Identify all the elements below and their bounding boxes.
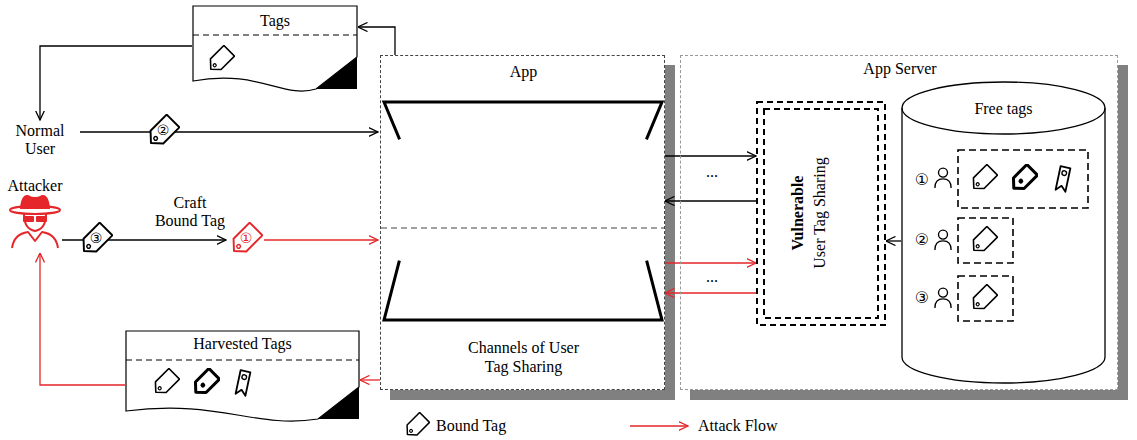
flow-arrow (665, 200, 756, 201)
tag-icon (191, 369, 220, 398)
database-cylinder: Free tags (901, 81, 1106, 384)
callout-number: ① (240, 230, 253, 248)
channel-bottom (384, 262, 662, 320)
database-title: Free tags (901, 99, 1106, 118)
tag-icon (236, 370, 251, 396)
box-ground (380, 55, 665, 390)
tag-icon (145, 115, 180, 150)
attack-line (630, 425, 688, 426)
hat-crown (21, 196, 49, 209)
server-box: App ServerVulnerableUser Tag Sharing Free… (680, 55, 1118, 390)
document-title: Harvested Tags (125, 334, 360, 353)
callout-number: ③ (90, 230, 103, 248)
flow-line (40, 46, 192, 120)
ellipsis: ... (706, 163, 718, 181)
database-cylinder-outline (901, 81, 1106, 384)
document-title: Tags (192, 11, 358, 30)
flow-line (80, 131, 378, 132)
callout-number: ③ (915, 289, 929, 307)
flow-arrow (886, 240, 901, 241)
tag-icon (969, 285, 998, 314)
divider-line (126, 360, 359, 361)
action-label: Craft Bound Tag (152, 194, 228, 230)
flow-arrow (665, 155, 756, 156)
box-title: App (381, 62, 666, 81)
flow-arrow (358, 27, 395, 55)
channel-top (384, 102, 662, 138)
user-tag-group (958, 218, 1013, 263)
cylinder-body (902, 108, 1105, 383)
face (24, 214, 46, 231)
user-tag-group (958, 150, 1088, 208)
tag-icon (969, 227, 998, 256)
callout-number: ② (157, 122, 170, 140)
legend-sample (628, 412, 692, 440)
document-shape: Tags (192, 5, 358, 95)
folded-corner (318, 387, 359, 419)
attacker-icon (10, 196, 60, 248)
document-outline (126, 331, 359, 421)
actor-label: Attacker (0, 177, 70, 195)
user-tag-group (958, 150, 1088, 321)
callout-number: ① (915, 171, 929, 189)
box-ground (680, 55, 1118, 390)
user-icon (935, 230, 951, 250)
channel-shape (384, 102, 662, 320)
actor-label: Normal User (7, 122, 73, 158)
box-title: App Server (681, 59, 1119, 78)
divider-line (381, 227, 664, 228)
cylinder-top (902, 82, 1105, 134)
tag-icon (151, 369, 180, 398)
attack-flow-arrow (665, 262, 756, 263)
tag-icon (1056, 166, 1071, 192)
document-outline (193, 6, 357, 91)
attack-line (40, 253, 125, 385)
module-outline (764, 109, 878, 318)
tag-icon (78, 223, 113, 258)
module-outline (757, 102, 885, 325)
body (12, 232, 58, 248)
document-shape: Harvested Tags (125, 330, 360, 425)
channel-caption: Channels of User Tag Sharing (456, 338, 591, 376)
sharing-module-box: VulnerableUser Tag Sharing (756, 101, 886, 326)
module-title: Vulnerable (788, 108, 808, 318)
ellipsis: ... (706, 268, 718, 286)
tag-icon (402, 412, 429, 439)
user-icon (935, 168, 951, 188)
attack-flow-arrow (665, 292, 756, 293)
app-box: AppChannels of User Tag Sharing (380, 55, 665, 390)
crafted-tag-icon (228, 223, 263, 258)
attack-flow-arrow (360, 379, 380, 380)
user-tag-group (958, 276, 1013, 321)
tag-icon (1009, 165, 1038, 194)
glasses (24, 217, 46, 221)
folded-corner (316, 57, 357, 89)
module-title: User Tag Sharing (810, 108, 830, 318)
attack-line (264, 239, 378, 240)
callout-number: ② (915, 231, 929, 249)
user-icon (935, 288, 951, 308)
divider-line (193, 35, 357, 36)
tag-icon (969, 165, 998, 194)
tag-icon (206, 46, 235, 75)
legend-sample (402, 412, 430, 440)
legend-text: Attack Flow (698, 416, 778, 436)
legend-text: Bound Tag (436, 416, 506, 436)
